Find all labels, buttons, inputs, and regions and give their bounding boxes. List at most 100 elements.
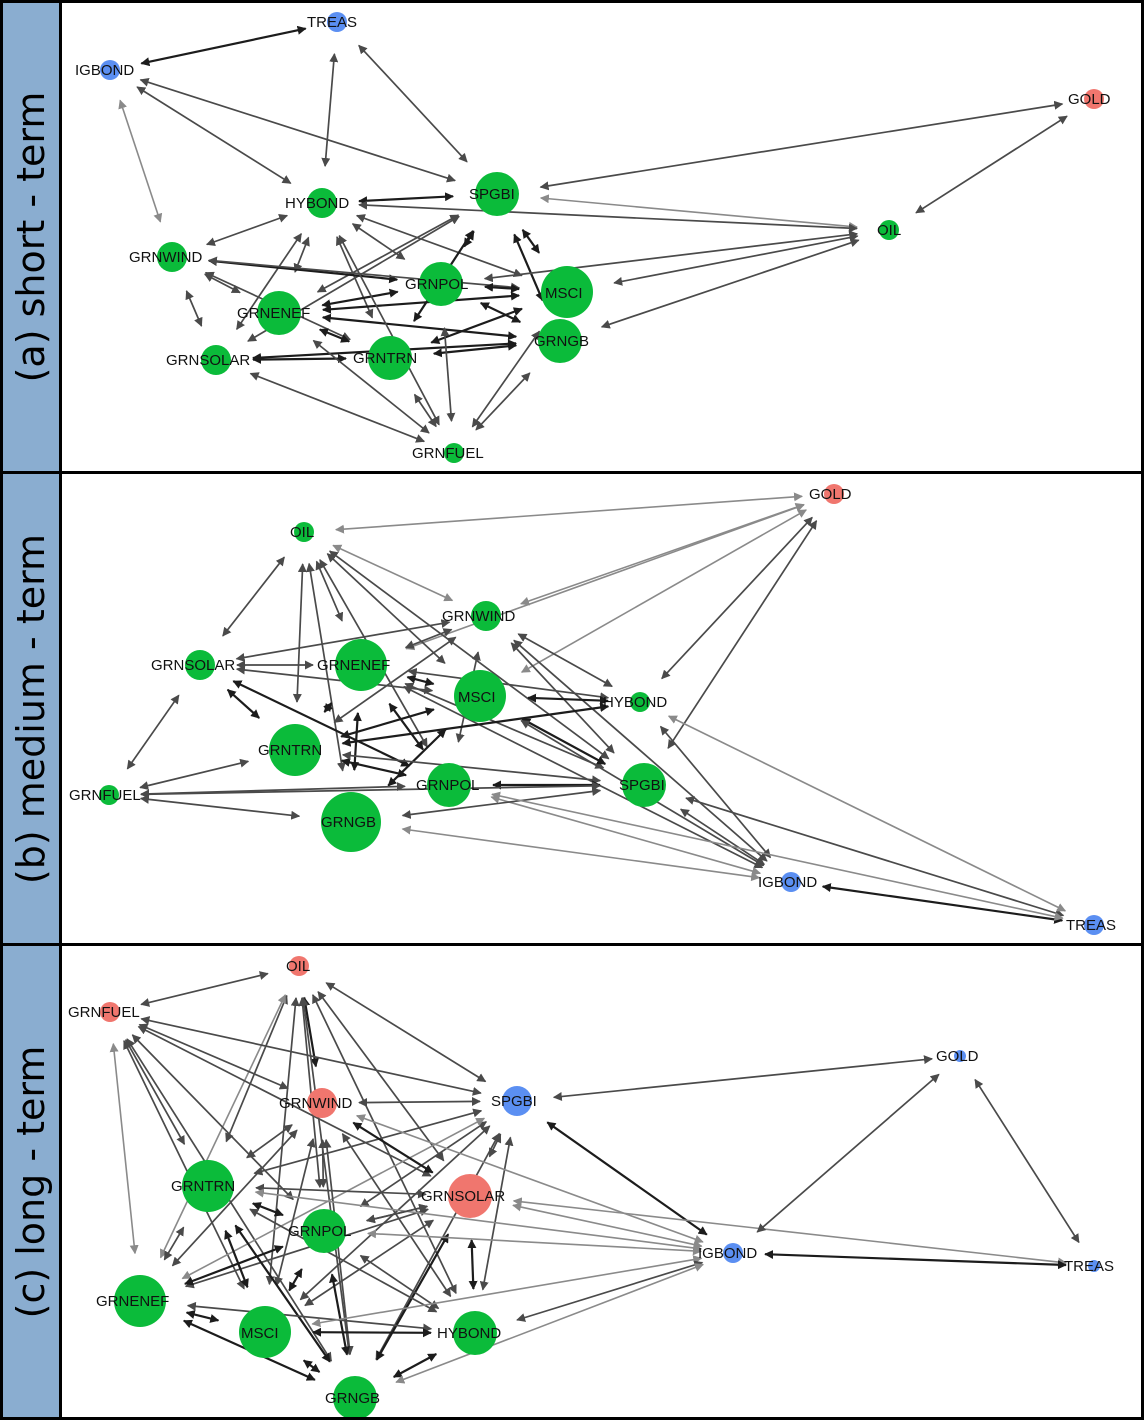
edge-grnenef-grngb — [321, 313, 518, 341]
node-label-spgbi: SPGBI — [619, 777, 665, 794]
node-spgbi — [502, 1086, 532, 1116]
edge-oil-grngb — [299, 996, 353, 1356]
node-grngb — [333, 1376, 377, 1420]
node-gold — [824, 484, 844, 504]
edge-grnfuel-msci — [123, 1039, 245, 1290]
node-label-grnfuel: GRNFUEL — [412, 445, 484, 462]
edge-gold-treas — [974, 1078, 1080, 1244]
edge-spgbi-gold — [552, 1055, 933, 1101]
edge-grnpol-igbond — [367, 1229, 702, 1256]
edge-grnsolar-hybond — [467, 1239, 478, 1290]
edges — [126, 492, 1067, 924]
node-igbond — [723, 1243, 743, 1263]
node-grnfuel — [444, 443, 464, 463]
node-label-grntrn: GRNTRN — [353, 350, 417, 367]
edge-grnfuel-grnpol — [440, 327, 456, 422]
node-grngb — [321, 792, 381, 852]
edge-msci-grngb — [302, 1359, 321, 1373]
edge-grntrn-grnenef — [163, 1226, 185, 1261]
edge-grntrn-spgbi — [341, 751, 602, 785]
node-grnsolar — [185, 650, 215, 680]
node-hybond — [453, 1311, 497, 1355]
node-spgbi — [622, 763, 666, 807]
edge-grntrn-grnsolar — [252, 354, 347, 365]
node-label-grntrn: GRNTRN — [171, 1178, 235, 1195]
node-label-grngb: GRNGB — [321, 814, 376, 831]
edge-grnenef-grntrn — [323, 702, 333, 713]
network-graph: OILGRNFUELGOLDSPGBIGRNWINDGRNSOLARGRNTRN… — [68, 956, 1114, 1420]
edge-grntrn-grnpol — [340, 758, 407, 778]
node-label-msci: MSCI — [545, 285, 583, 302]
node-gold — [1084, 89, 1104, 109]
edge-spgbi-grnsolar — [488, 1133, 502, 1158]
node-msci — [239, 1306, 291, 1358]
node-treas — [327, 12, 347, 32]
node-label-igbond: IGBOND — [698, 1245, 757, 1262]
node-label-spgbi: SPGBI — [491, 1093, 537, 1110]
node-label-hybond: HYBOND — [437, 1325, 501, 1342]
node-label-igbond: IGBOND — [758, 874, 817, 891]
edge-grnwind-igbond — [118, 99, 163, 223]
edge-gold-oil — [335, 492, 803, 534]
edge-grnpol-hybond — [359, 1254, 440, 1310]
edge-grnwind-grnpol — [318, 1139, 328, 1188]
edge-grntrn-grnfuel — [139, 758, 250, 790]
edge-grngb-grnfuel — [139, 794, 301, 820]
node-label-grnpol: GRNPOL — [405, 276, 468, 293]
edge-grnpol-grnenef — [184, 1245, 284, 1286]
node-grnwind — [307, 1088, 337, 1118]
edge-msci-hybond — [312, 1327, 432, 1338]
edge-grnfuel-grnenef — [109, 1042, 139, 1255]
edge-msci-hybond — [527, 693, 609, 705]
edge-grnfuel-hybond — [338, 234, 440, 426]
edge-gold-spgbi — [667, 520, 818, 749]
panel-side-label-box: (b) medium - term — [0, 471, 62, 946]
edge-igbond-treas — [764, 1249, 1067, 1270]
edges — [118, 25, 1068, 443]
edge-spgbi-hybond — [479, 1136, 514, 1291]
edge-grnfuel-grngb — [475, 372, 531, 431]
node-grnsolar — [448, 1174, 492, 1218]
edge-grnenef-grnpol — [321, 288, 399, 309]
edge-grnenef-hybond — [407, 667, 610, 702]
node-grntrn — [368, 336, 412, 380]
edge-oil-grnsolar — [222, 556, 285, 637]
node-label-grngb: GRNGB — [534, 333, 589, 350]
node-label-spgbi: SPGBI — [469, 186, 515, 203]
node-label-igbond: IGBOND — [75, 62, 134, 79]
node-oil — [879, 220, 899, 240]
edge-oil-grntrn — [292, 563, 307, 703]
node-label-gold: GOLD — [809, 486, 852, 503]
node-label-grnenef: GRNENEF — [237, 305, 310, 322]
edge-treas-grnpol — [491, 791, 1064, 921]
node-grnwind — [157, 242, 187, 272]
node-hybond — [630, 692, 650, 712]
node-label-oil: OIL — [877, 222, 901, 239]
node-spgbi — [475, 172, 519, 216]
edge-grnenef-msci — [185, 1310, 220, 1323]
node-oil — [289, 956, 309, 976]
node-gold — [954, 1050, 966, 1062]
edge-grnpol-msci — [484, 282, 520, 293]
node-msci — [541, 266, 593, 318]
edge-hybond-igbond — [516, 1260, 704, 1322]
node-igbond — [781, 872, 801, 892]
edge-oil-grnpol — [483, 230, 859, 283]
edge-oil-msci — [265, 997, 300, 1286]
edge-grnwind-grnenef — [204, 273, 241, 294]
edge-grnwind-grntrn — [246, 1124, 293, 1159]
edge-grnsolar-grntrn — [255, 1183, 427, 1199]
edge-oil-grntrn — [225, 994, 288, 1143]
node-grnpol — [302, 1209, 346, 1253]
edge-oil-hybond — [358, 200, 858, 233]
nodes: TREASIGBONDGOLDSPGBIHYBONDOILGRNWINDGRNP… — [75, 12, 1111, 463]
node-grnfuel — [99, 785, 119, 805]
edge-igbond-hybond — [136, 86, 292, 185]
node-grnfuel — [100, 1002, 120, 1022]
edge-spgbi-msci — [521, 229, 540, 254]
node-grnpol — [427, 763, 471, 807]
node-label-msci: MSCI — [241, 1325, 279, 1342]
node-msci — [454, 670, 506, 722]
